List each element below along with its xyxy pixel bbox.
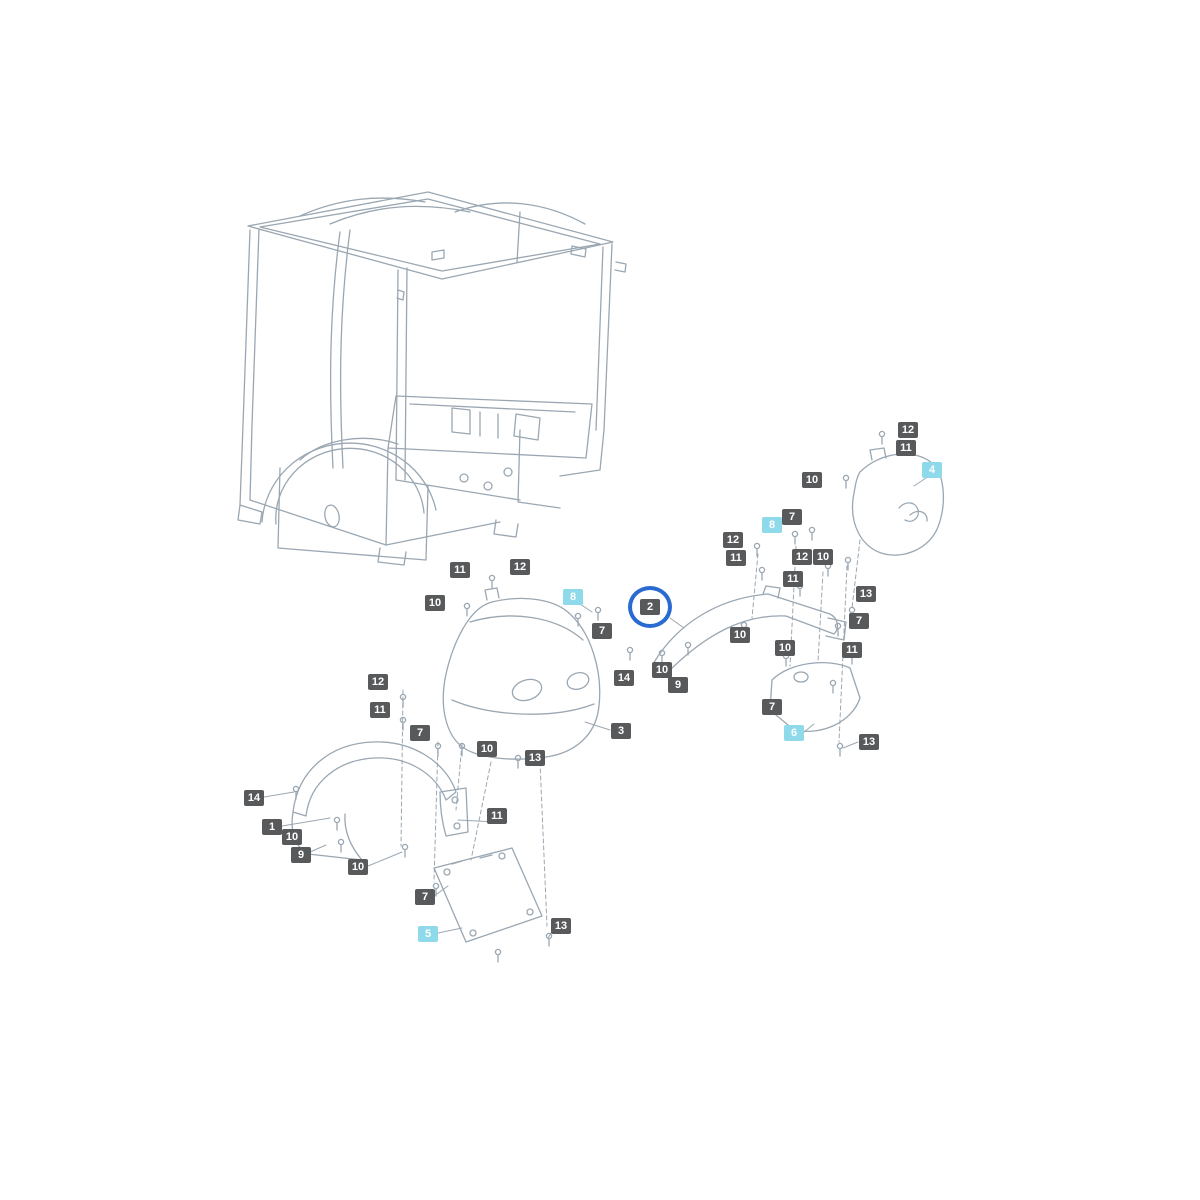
part-label-8[interactable]: 8 (762, 517, 782, 533)
part-1-fender-shape (291, 741, 469, 861)
part-4-fender-shape (851, 447, 945, 556)
part-label-10[interactable]: 10 (652, 662, 672, 678)
part-label-7[interactable]: 7 (592, 623, 612, 639)
part-label-11[interactable]: 11 (842, 642, 862, 658)
part-label-12[interactable]: 12 (368, 674, 388, 690)
part-label-10[interactable]: 10 (425, 595, 445, 611)
part-label-12[interactable]: 12 (898, 422, 918, 438)
part-label-7[interactable]: 7 (782, 509, 802, 525)
part-label-12[interactable]: 12 (723, 532, 743, 548)
part-label-11[interactable]: 11 (783, 571, 803, 587)
part-label-4[interactable]: 4 (922, 462, 942, 478)
cab-frame-shape (237, 191, 627, 566)
part-label-1[interactable]: 1 (262, 819, 282, 835)
part-label-5[interactable]: 5 (418, 926, 438, 942)
part-label-10[interactable]: 10 (802, 472, 822, 488)
part-label-11[interactable]: 11 (370, 702, 390, 718)
part-label-10[interactable]: 10 (813, 549, 833, 565)
part-label-13[interactable]: 13 (859, 734, 879, 750)
part-label-12[interactable]: 12 (510, 559, 530, 575)
part-label-10[interactable]: 10 (477, 741, 497, 757)
part-5-panel-shape (433, 847, 543, 943)
part-label-10[interactable]: 10 (730, 627, 750, 643)
part-6-panel-shape (769, 662, 861, 732)
part-label-13[interactable]: 13 (551, 918, 571, 934)
part-label-2[interactable]: 2 (640, 599, 660, 615)
part-label-9[interactable]: 9 (291, 847, 311, 863)
part-label-8[interactable]: 8 (563, 589, 583, 605)
part-label-13[interactable]: 13 (525, 750, 545, 766)
part-label-6[interactable]: 6 (784, 725, 804, 741)
part-label-12[interactable]: 12 (792, 549, 812, 565)
part-label-7[interactable]: 7 (849, 613, 869, 629)
part-label-13[interactable]: 13 (856, 586, 876, 602)
part-label-14[interactable]: 14 (244, 790, 264, 806)
part-3-fender-shape (442, 587, 601, 760)
part-label-7[interactable]: 7 (410, 725, 430, 741)
part-label-11[interactable]: 11 (726, 550, 746, 566)
part-label-10[interactable]: 10 (348, 859, 368, 875)
part-label-7[interactable]: 7 (762, 699, 782, 715)
part-label-7[interactable]: 7 (415, 889, 435, 905)
part-label-10[interactable]: 10 (775, 640, 795, 656)
part-label-11[interactable]: 11 (450, 562, 470, 578)
part-label-9[interactable]: 9 (668, 677, 688, 693)
part-label-11[interactable]: 11 (896, 440, 916, 456)
part-label-10[interactable]: 10 (282, 829, 302, 845)
part-label-3[interactable]: 3 (611, 723, 631, 739)
part-label-11[interactable]: 11 (487, 808, 507, 824)
part-label-14[interactable]: 14 (614, 670, 634, 686)
